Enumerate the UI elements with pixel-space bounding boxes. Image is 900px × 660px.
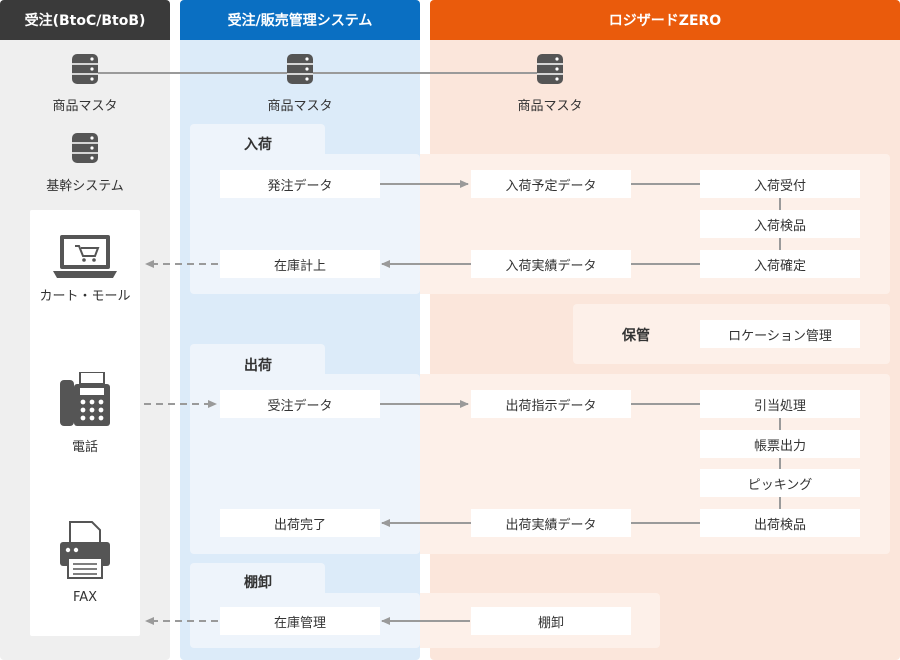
client-master-label: 商品マスタ	[52, 99, 118, 114]
wms-column-header: ロジザードZERO	[430, 0, 900, 40]
laptop-cart-icon	[53, 235, 117, 278]
database-icon	[537, 54, 563, 84]
inventory-tab	[190, 563, 325, 595]
outbound-section-label: 出荷	[244, 358, 272, 374]
client-column-header: 受注(BtoC/BtoB)	[0, 0, 170, 40]
core-system-label: 基幹システム	[46, 179, 124, 194]
stock-management-box: 在庫管理	[220, 607, 380, 635]
inbound-tab	[190, 124, 325, 156]
outbound-complete-box: 出荷完了	[220, 509, 380, 537]
database-icon	[72, 133, 98, 163]
inventory-section-label: 棚卸	[244, 575, 272, 591]
oms-column-header: 受注/販売管理システム	[180, 0, 420, 40]
outbound-order-data-box: 受注データ	[220, 390, 380, 418]
outbound-inspect-box: 出荷検品	[700, 509, 860, 537]
allocation-box: 引当処理	[700, 390, 860, 418]
outbound-tab	[190, 344, 325, 376]
outbound-instruction-data-box: 出荷指示データ	[471, 390, 631, 418]
storage-section-label: 保管	[622, 328, 650, 344]
inbound-planned-data-box: 入荷予定データ	[471, 170, 631, 198]
fax-icon	[60, 521, 110, 579]
inbound-receive-box: 入荷受付	[700, 170, 860, 198]
database-icon	[287, 54, 313, 84]
phone-icon	[60, 372, 110, 426]
cart-mall-label: カート・モール	[39, 289, 131, 304]
inbound-order-data-box: 発注データ	[220, 170, 380, 198]
inbound-stock-posting-box: 在庫計上	[220, 250, 380, 278]
picking-box: ピッキング	[700, 469, 860, 497]
location-management-box: ロケーション管理	[700, 320, 860, 348]
slip-output-box: 帳票出力	[700, 430, 860, 458]
outbound-actual-data-box: 出荷実績データ	[471, 509, 631, 537]
inbound-confirm-box: 入荷確定	[700, 250, 860, 278]
stocktake-box: 棚卸	[471, 607, 631, 635]
inbound-section-label: 入荷	[244, 137, 272, 153]
database-icon	[72, 54, 98, 84]
wms-master-label: 商品マスタ	[517, 99, 583, 114]
fax-label: FAX	[72, 590, 98, 605]
oms-master-label: 商品マスタ	[267, 99, 333, 114]
inbound-inspect-box: 入荷検品	[700, 210, 860, 238]
inbound-actual-data-box: 入荷実績データ	[471, 250, 631, 278]
phone-label: 電話	[71, 440, 98, 455]
